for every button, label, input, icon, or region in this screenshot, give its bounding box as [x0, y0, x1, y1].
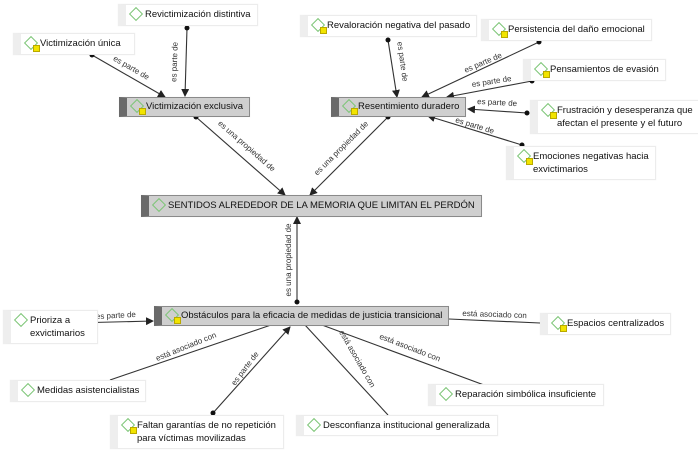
code-diamond-memo-icon	[23, 35, 40, 52]
code-diamond-icon	[128, 6, 144, 22]
code-diamond-icon	[13, 312, 29, 328]
relation-line[interactable]	[421, 41, 540, 98]
relation-source-dot	[294, 299, 300, 305]
node-revaloracion[interactable]: Revaloración negativa del pasado	[300, 15, 478, 37]
node-label: Victimización única	[40, 38, 121, 49]
code-diamond-memo-icon	[540, 102, 557, 119]
code-diamond-memo-icon	[120, 417, 137, 434]
node-label: Desconfianza institucional generalizada	[323, 420, 490, 431]
code-diamond-memo-icon	[491, 21, 508, 38]
relation-line[interactable]	[427, 114, 523, 146]
node-resentimiento[interactable]: Resentimiento duradero	[331, 97, 467, 117]
code-diamond-icon	[306, 417, 322, 433]
relation-label: es una propiedad de	[216, 119, 277, 174]
relation-line[interactable]	[446, 80, 533, 100]
relation-label: es una propiedad de	[312, 119, 370, 177]
node-reparacion[interactable]: Reparación simbólica insuficiente	[428, 384, 604, 406]
node-revictimizacion[interactable]: Revictimización distintiva	[118, 4, 258, 26]
node-label: Obstáculos para la eficacia de medidas d…	[181, 310, 443, 321]
relation-line[interactable]	[448, 318, 541, 324]
node-label: Espacios centralizados	[567, 318, 665, 329]
relation-label: es parte de	[463, 51, 504, 75]
relation-line[interactable]	[195, 116, 286, 196]
node-label: Emociones negativas hacia exvictimarios	[533, 151, 649, 175]
node-label: Revictimización distintiva	[145, 9, 251, 20]
node-label: Reparación simbólica insuficiente	[455, 389, 596, 400]
relation-label: es parte de	[96, 310, 137, 321]
relation-line[interactable]	[212, 326, 291, 414]
relation-line[interactable]	[91, 54, 166, 98]
code-diamond-memo-icon	[533, 61, 550, 78]
relation-label: está asociado con	[378, 332, 441, 364]
node-label: Pensamientos de evasión	[550, 64, 659, 75]
node-central[interactable]: SENTIDOS ALREDEDOR DE LA MEMORIA QUE LIM…	[141, 195, 482, 217]
node-label: SENTIDOS ALREDEDOR DE LA MEMORIA QUE LIM…	[168, 200, 475, 211]
relation-source-dot	[524, 110, 530, 116]
node-label: Revaloración negativa del pasado	[327, 20, 471, 31]
node-label: Frustración y desesperanza que afectan e…	[557, 105, 693, 129]
relation-line[interactable]	[321, 324, 485, 386]
relation-source-dot	[184, 25, 190, 31]
node-frustracion[interactable]: Frustración y desesperanza que afectan e…	[530, 100, 698, 134]
node-obstaculos[interactable]: Obstáculos para la eficacia de medidas d…	[154, 306, 450, 326]
relation-label: es parte de	[471, 74, 512, 89]
code-diamond-memo-icon	[341, 98, 358, 115]
relation-label: está asociado con	[462, 309, 527, 320]
code-diamond-memo-icon	[310, 17, 327, 34]
code-diamond-memo-icon	[550, 315, 567, 332]
relation-label: es parte de	[169, 41, 179, 82]
node-label: Resentimiento duradero	[358, 101, 460, 112]
relation-source-dot	[210, 410, 216, 416]
code-diamond-memo-icon	[164, 307, 181, 324]
node-label: Persistencia del daño emocional	[508, 24, 645, 35]
relation-line[interactable]	[467, 105, 528, 114]
node-emociones[interactable]: Emociones negativas hacia exvictimarios	[506, 146, 656, 180]
relation-source-dot	[385, 37, 391, 43]
relation-line[interactable]	[181, 27, 190, 97]
relation-label: es parte de	[454, 115, 495, 135]
node-desconfianza[interactable]: Desconfianza institucional generalizada	[296, 415, 498, 436]
relation-label: es parte de	[229, 349, 261, 387]
relation-line[interactable]	[109, 324, 272, 381]
node-label: Faltan garantías de no repetición para v…	[137, 420, 276, 444]
node-medidas[interactable]: Medidas asistencialistas	[10, 380, 147, 402]
relation-line[interactable]	[387, 39, 400, 98]
node-faltan[interactable]: Faltan garantías de no repetición para v…	[110, 415, 284, 449]
node-label: Medidas asistencialistas	[37, 385, 140, 396]
relation-line[interactable]	[309, 116, 389, 196]
node-victimizacion-exclusiva[interactable]: Victimización exclusiva	[119, 97, 250, 117]
code-diamond-memo-icon	[129, 98, 146, 115]
relation-line[interactable]	[304, 324, 389, 416]
node-victimizacion-unica[interactable]: Victimización única	[13, 33, 135, 55]
node-pensamientos[interactable]: Pensamientos de evasión	[523, 59, 666, 81]
node-persistencia[interactable]: Persistencia del daño emocional	[481, 19, 652, 41]
code-diamond-icon	[20, 382, 36, 398]
node-espacios[interactable]: Espacios centralizados	[540, 313, 672, 335]
node-label: Victimización exclusiva	[146, 101, 243, 112]
code-diamond-icon	[151, 197, 167, 213]
relation-label: es parte de	[395, 41, 410, 82]
relation-label: es parte de	[477, 97, 518, 108]
node-label: Prioriza a exvictimarios	[30, 315, 85, 339]
code-diamond-memo-icon	[516, 148, 533, 165]
relation-label: es una propiedad de	[284, 223, 293, 297]
node-prioriza[interactable]: Prioriza a exvictimarios	[3, 310, 98, 344]
code-diamond-icon	[438, 386, 454, 402]
